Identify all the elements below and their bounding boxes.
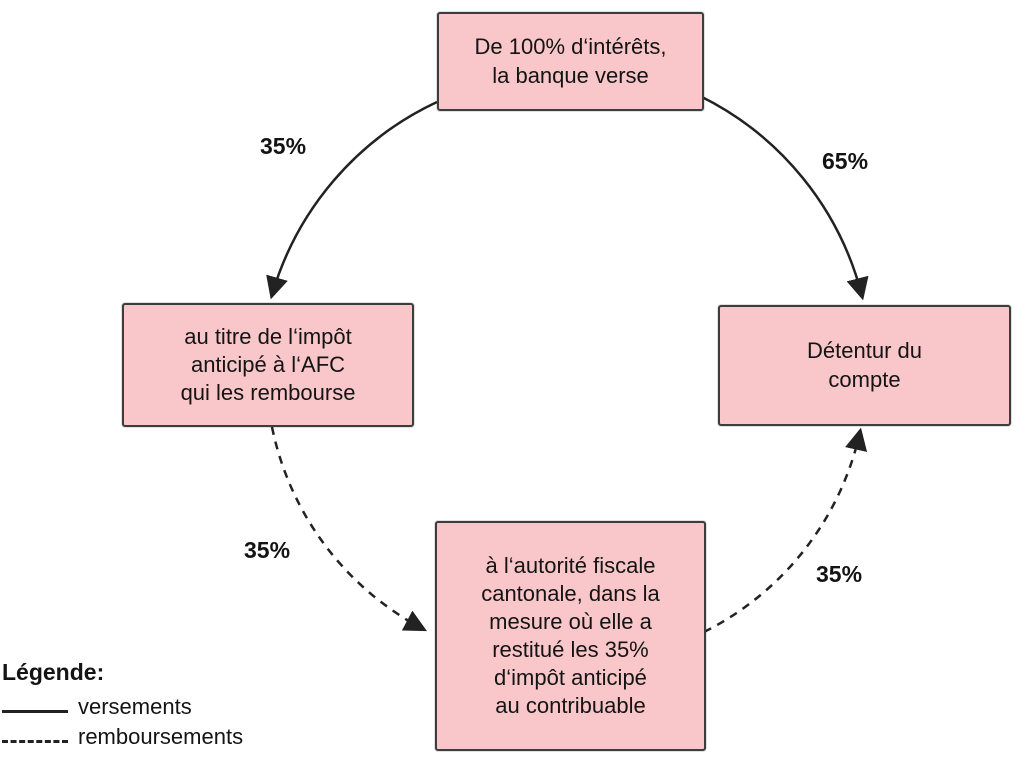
legend-item-remboursements: remboursements	[2, 722, 243, 752]
edge-label-65-top-right: 65%	[822, 148, 869, 174]
arrow-afc-to-canton	[270, 426, 427, 632]
edge-label-35-bottom-right: 35%	[816, 561, 863, 587]
legend-item-versements-label: versements	[78, 694, 192, 719]
node-cantonal-tax-authority-label: à l‘autorité fiscale cantonale, dans la …	[481, 552, 660, 719]
node-withholding-tax-afc: au titre de l‘impôt anticipé à l‘AFC qui…	[122, 303, 414, 427]
node-bank-pays-label: De 100% d‘intérêts, la banque verse	[474, 34, 667, 88]
node-bank-pays: De 100% d‘intérêts, la banque verse	[437, 12, 704, 111]
legend-item-versements: versements	[2, 692, 243, 722]
legend-title: Légende:	[2, 659, 105, 685]
legend: Légende: versements remboursements	[2, 659, 243, 752]
arrow-bank-to-afc	[266, 100, 438, 300]
node-account-holder-label: Détentur du compte	[807, 338, 922, 392]
edge-label-35-top-left: 35%	[260, 133, 307, 159]
edge-label-35-bottom-left: 35%	[244, 537, 291, 563]
node-account-holder: Détentur du compte	[718, 305, 1011, 426]
arrow-canton-to-holder	[703, 427, 868, 634]
node-withholding-tax-afc-label: au titre de l‘impôt anticipé à l‘AFC qui…	[180, 323, 356, 406]
legend-item-remboursements-label: remboursements	[78, 724, 244, 749]
node-cantonal-tax-authority: à l‘autorité fiscale cantonale, dans la …	[435, 521, 706, 751]
dashed-line-swatch	[2, 739, 68, 743]
arrow-bank-to-holder	[699, 94, 869, 301]
solid-line-swatch	[2, 709, 68, 713]
